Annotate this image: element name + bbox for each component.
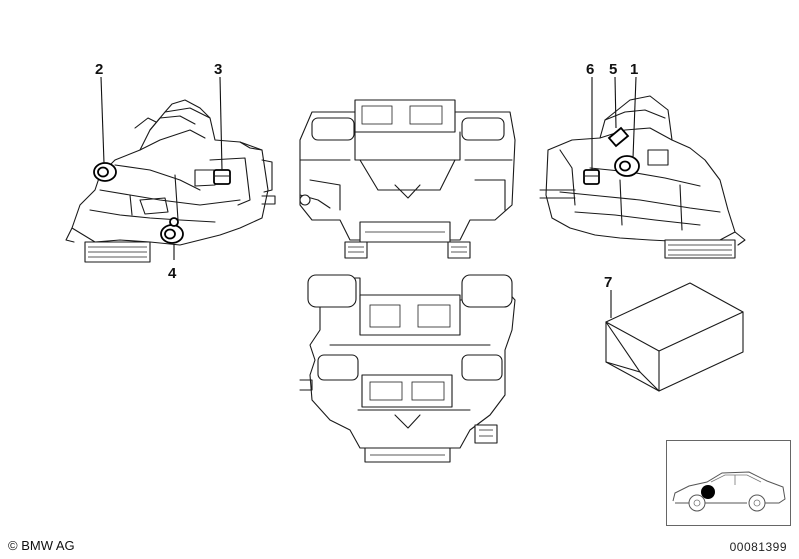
center-bottom-heater-assembly: [299, 274, 516, 463]
right-heater-assembly: [539, 95, 746, 259]
copyright-text: © BMW AG: [8, 538, 75, 553]
image-number: 00081399: [729, 540, 787, 554]
part-4-seal: [160, 217, 184, 244]
center-top-heater-assembly: [299, 99, 516, 259]
callout-5: 5: [609, 61, 617, 78]
callout-3: 3: [214, 61, 222, 78]
car-silhouette-icon: [672, 471, 786, 512]
part-5-clip: [607, 126, 630, 148]
part-6-clip: [583, 169, 600, 185]
callout-4: 4: [168, 265, 177, 282]
vehicle-location-thumbnail: [666, 440, 791, 526]
callout-6: 6: [586, 61, 594, 78]
callout-7: 7: [604, 274, 612, 291]
callout-labels: 2 3 4 6 5 1 7: [95, 61, 638, 291]
left-heater-assembly: [65, 99, 276, 263]
callout-1: 1: [630, 61, 638, 78]
location-marker-icon: [701, 485, 715, 499]
callout-leaders: [100, 76, 637, 318]
part-1-seal: [614, 155, 640, 177]
part-3-clip: [213, 169, 231, 185]
part-7-foam-block: [605, 282, 744, 392]
callout-2: 2: [95, 61, 103, 78]
part-2-seal: [93, 162, 117, 182]
